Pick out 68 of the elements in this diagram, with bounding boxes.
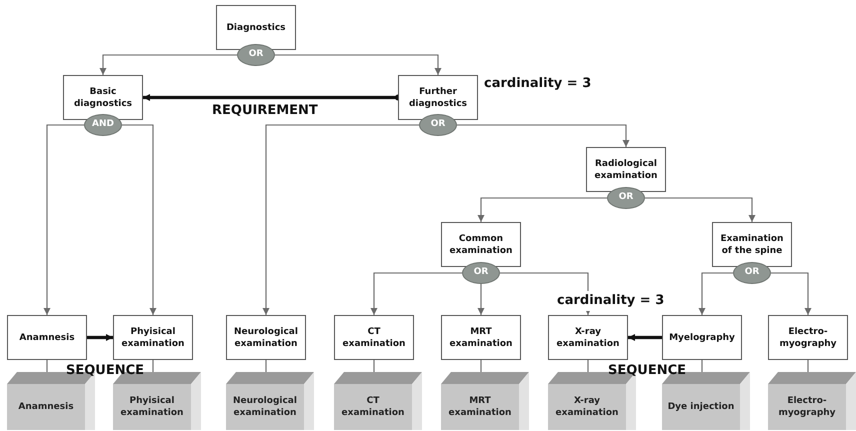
box-label: Diagnostics (226, 22, 286, 34)
operator-oval: OR (733, 262, 771, 284)
operator-oval: OR (462, 262, 500, 284)
process-box (7, 315, 87, 360)
operator-oval: OR (607, 187, 645, 209)
arrow (478, 284, 484, 315)
cube-label: Phyisical examination (120, 395, 184, 419)
cube-label: Neurological examination (232, 395, 298, 419)
operator-oval: AND (84, 114, 122, 136)
process-box (662, 315, 742, 360)
connector-line (701, 360, 703, 372)
arrow (478, 197, 607, 222)
arrow (370, 272, 462, 315)
process-box (712, 222, 792, 267)
arrow (628, 334, 662, 341)
edge-label: REQUIREMENT (212, 102, 318, 120)
process-box (398, 75, 478, 120)
cardinality-note: cardinality = 3 (556, 291, 666, 310)
arrow (262, 124, 419, 315)
cube-label: CT examination (340, 395, 406, 419)
connector-line (587, 360, 589, 372)
cube-label: Dye injection (668, 401, 734, 413)
connector-line (152, 360, 154, 372)
process-box (441, 222, 521, 267)
connector-line (480, 360, 482, 372)
box-label: Basic diagnostics (72, 86, 134, 110)
arrow (645, 197, 756, 222)
cube-label: X-ray examination (554, 395, 620, 419)
cube-label: MRT examination (448, 395, 512, 419)
connector-line (265, 360, 267, 372)
process-box (586, 147, 666, 192)
box-label: CT examination (342, 326, 406, 350)
arrow (275, 54, 442, 75)
connector-line (373, 360, 375, 372)
arrow (87, 334, 113, 341)
arrow (100, 54, 237, 75)
box-label: Common examination (448, 232, 514, 256)
box-label: Anamnesis (19, 332, 75, 344)
box-label: Further diagnostics (408, 86, 468, 110)
arrow (771, 272, 812, 315)
box-label: Neurological examination (233, 326, 299, 350)
process-box (441, 315, 521, 360)
arrow (457, 124, 630, 147)
process-box (216, 5, 296, 50)
edge-label: SEQUENCE (66, 362, 144, 380)
box-label: Radiological examination (594, 158, 658, 182)
cube-label: Electro-myography (777, 395, 837, 419)
connector-line (807, 360, 809, 372)
process-box (548, 315, 628, 360)
process-box (226, 315, 306, 360)
box-label: X-ray examination (556, 326, 620, 350)
connector-line (46, 360, 48, 372)
arrow (698, 272, 733, 315)
cube-label: Anamnesis (18, 401, 74, 413)
arrow (44, 124, 84, 315)
box-label: Myelography (669, 332, 735, 344)
process-box (334, 315, 414, 360)
process-box (768, 315, 848, 360)
operator-oval: OR (419, 114, 457, 136)
box-label: Examination of the spine (720, 232, 784, 256)
box-label: MRT examination (448, 326, 514, 350)
box-label: Phyisical examination (120, 326, 186, 350)
box-label: Electro-myography (778, 326, 838, 350)
arrow (122, 124, 156, 315)
process-box (63, 75, 143, 120)
edge-label: SEQUENCE (608, 362, 686, 380)
operator-oval: OR (237, 44, 275, 66)
process-box (113, 315, 193, 360)
